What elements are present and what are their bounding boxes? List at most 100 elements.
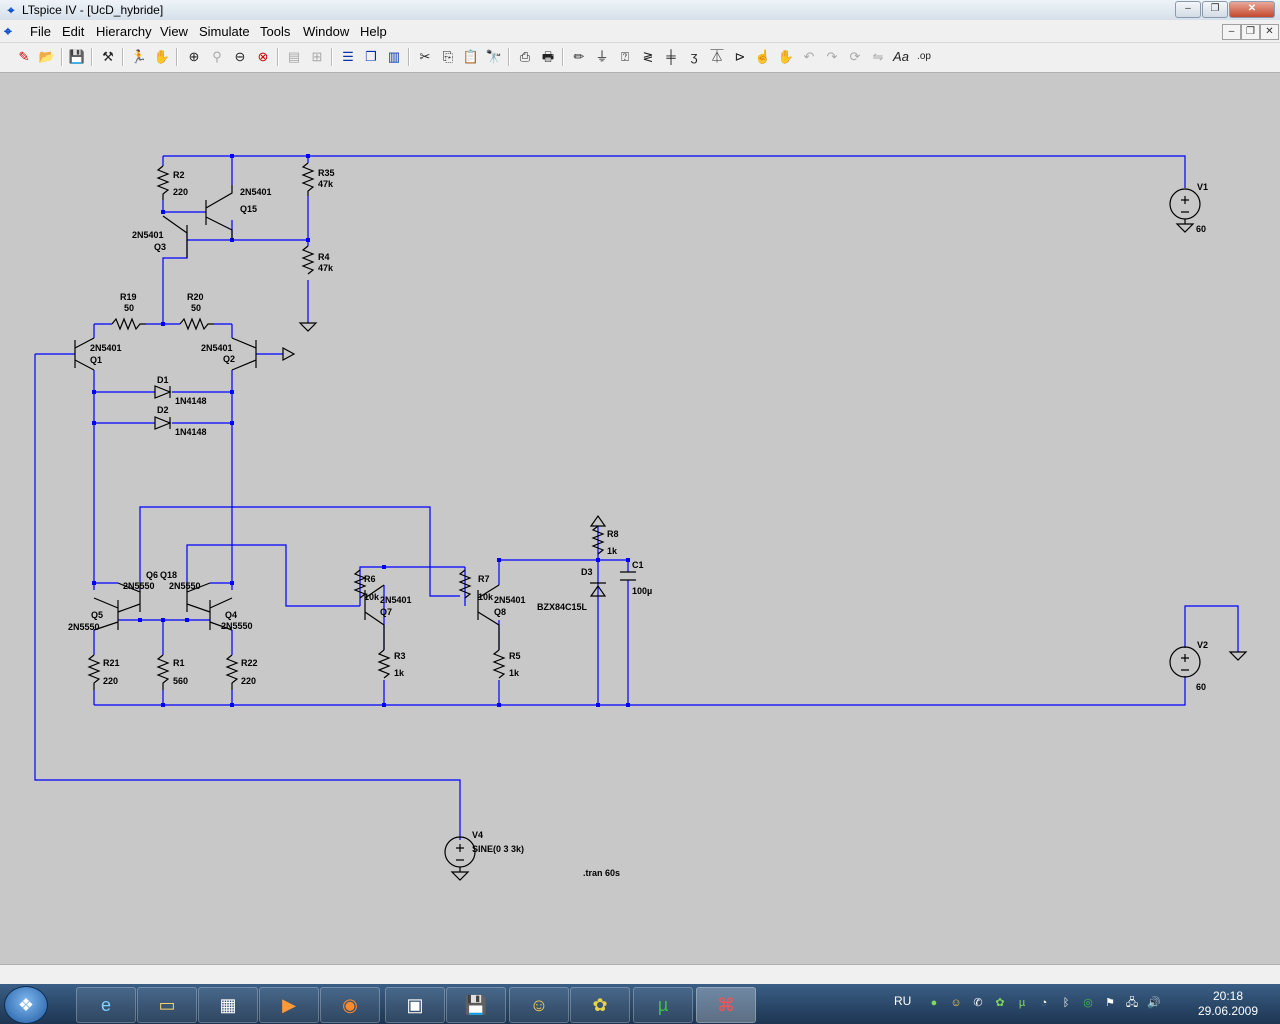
spice-directive-icon[interactable]: .op (917, 51, 931, 62)
run-icon[interactable]: 🏃 (130, 49, 148, 64)
control-panel-icon[interactable]: ⚒ (102, 49, 114, 64)
mirror-icon[interactable]: ⇋ (872, 49, 884, 64)
label-net-icon[interactable]: ⍰ (621, 49, 629, 64)
chat-icon[interactable]: ✆ (973, 997, 983, 1009)
media-player-icon[interactable]: ▶ (259, 987, 319, 1023)
autoscale-icon[interactable]: ▤ (287, 49, 301, 64)
firefox-icon[interactable]: ◉ (320, 987, 380, 1023)
print-icon[interactable]: 🖶 (541, 49, 555, 64)
close-button[interactable]: ✕ (1229, 1, 1275, 18)
label-q15-name: Q15 (240, 204, 257, 214)
cascade-icon[interactable]: ❐ (365, 49, 377, 64)
wire-icon[interactable]: ✏ (573, 49, 585, 64)
smiley-icon[interactable]: ☺ (950, 997, 962, 1009)
redo-icon[interactable]: ↷ (826, 49, 838, 64)
label-q8-name: Q8 (494, 607, 506, 617)
title-bar: ⌖ LTspice IV - [UcD_hybride] ‒ ❐ ✕ (0, 0, 1280, 20)
maximize-button[interactable]: ❐ (1202, 1, 1228, 18)
move-icon[interactable]: ☝ (754, 49, 772, 64)
clock-time: 20:18 (1212, 989, 1244, 1003)
label-r4-name: R4 (318, 252, 330, 262)
schematic-doc-icon[interactable]: ⌖ (4, 23, 12, 39)
component-icon[interactable]: ⊳ (734, 49, 746, 64)
utorrent-tray-icon[interactable]: µ (1018, 997, 1026, 1009)
open-icon[interactable]: 📂 (38, 49, 56, 64)
mdi-restore-button[interactable]: ❐ (1241, 24, 1260, 40)
q6-symbol (117, 582, 141, 613)
tile-vertical-icon[interactable]: ▥ (387, 49, 401, 64)
zoom-in-icon[interactable]: ⊕ (188, 49, 200, 64)
bluetooth-icon[interactable]: ᛒ (1062, 997, 1070, 1009)
clock[interactable]: 20:18 29.06.2009 (1188, 989, 1268, 1019)
label-r7-name: R7 (478, 574, 490, 584)
rotate-icon[interactable]: ⟳ (849, 49, 861, 64)
label-r1-value: 560 (173, 676, 188, 686)
label-q18-name: Q18 (160, 570, 177, 580)
wires (34, 155, 1239, 840)
calculator-icon[interactable]: ▦ (198, 987, 258, 1023)
capacitor-icon[interactable]: ╪ (666, 49, 676, 64)
flag-icon[interactable]: ⚑ (1105, 997, 1115, 1009)
volume-icon[interactable]: 🔊 (1147, 997, 1161, 1009)
save-icon[interactable]: 💾 (68, 49, 86, 64)
label-q6-name: Q6 (146, 570, 158, 580)
yahoo-icon[interactable]: ☺ (509, 987, 569, 1023)
flower-icon[interactable]: ✿ (995, 997, 1005, 1009)
menu-file[interactable]: File (30, 24, 51, 39)
r7-symbol (458, 569, 472, 599)
utorrent-icon[interactable]: µ (633, 987, 693, 1023)
menu-edit[interactable]: Edit (62, 24, 85, 39)
drag-icon[interactable]: ✋ (777, 49, 795, 64)
mdi-minimize-button[interactable]: ‒ (1222, 24, 1241, 40)
label-r5-value: 1k (509, 668, 520, 678)
label-r1-name: R1 (173, 658, 185, 668)
ltspice-icon[interactable]: ⌘ (696, 987, 756, 1023)
zoom-cancel-icon[interactable]: ⊗ (257, 49, 269, 64)
waveform-icon[interactable]: ⊞ (311, 49, 323, 64)
explorer-icon[interactable]: ▭ (137, 987, 197, 1023)
start-button[interactable]: ❖ (4, 986, 48, 1024)
label-q8-value: 2N5401 (494, 595, 526, 605)
d3-symbol (589, 582, 607, 597)
pan-icon[interactable]: ⚲ (212, 49, 222, 64)
zoom-out-icon[interactable]: ⊖ (234, 49, 246, 64)
menu-help[interactable]: Help (360, 24, 387, 39)
label-v4-name: V4 (472, 830, 483, 840)
resistor-icon[interactable]: ≷ (642, 49, 654, 64)
menu-hierarchy[interactable]: Hierarchy (96, 24, 152, 39)
language-indicator[interactable]: RU (894, 994, 912, 1008)
print-setup-icon[interactable]: ⎙ (519, 49, 531, 64)
paste-icon[interactable]: 📋 (462, 49, 480, 64)
ltspice-app-icon[interactable]: ⌖ (7, 3, 15, 17)
text-icon[interactable]: Aa (893, 49, 909, 64)
copy-icon[interactable]: ⎘ (442, 49, 454, 64)
label-q18-value: 2N5550 (169, 581, 201, 591)
save-icon[interactable]: 💾 (446, 987, 506, 1023)
network-icon[interactable]: 🖧 (1125, 997, 1139, 1009)
spice-directive: .tran 60s (583, 868, 620, 878)
find-icon[interactable]: 🔭 (485, 49, 503, 64)
junctions (92, 154, 630, 707)
menu-window[interactable]: Window (303, 24, 350, 39)
menu-tools[interactable]: Tools (260, 24, 291, 39)
undo-icon[interactable]: ↶ (803, 49, 815, 64)
ie-icon[interactable]: e (76, 987, 136, 1023)
r6-symbol (353, 569, 367, 599)
mdi-close-button[interactable]: ✕ (1260, 24, 1279, 40)
tile-horizontal-icon[interactable]: ☰ (342, 49, 354, 64)
ground-icon[interactable]: ⏚ (595, 49, 609, 64)
schematic-canvas[interactable]: R2 220 2N5401 Q15 R35 47k R4 47k 2N5401 … (0, 73, 1280, 964)
diode-icon[interactable]: ⏄ (710, 49, 724, 64)
inductor-icon[interactable]: ʒ (690, 49, 698, 64)
menu-simulate[interactable]: Simulate (199, 24, 250, 39)
minimize-button[interactable]: ‒ (1175, 1, 1201, 18)
halt-icon[interactable]: ✋ (153, 49, 171, 64)
green-circle-icon[interactable]: ◎ (1083, 997, 1093, 1009)
cut-icon[interactable]: ✂ (419, 49, 431, 64)
qip-icon[interactable]: ✿ (570, 987, 630, 1023)
new-schematic-icon[interactable]: ✎ (18, 49, 30, 64)
hdd-icon[interactable]: ◔ (1040, 997, 1048, 1009)
computer-icon[interactable]: ▣ (385, 987, 445, 1023)
network-green-icon[interactable]: ● (930, 997, 938, 1009)
menu-view[interactable]: View (160, 24, 188, 39)
